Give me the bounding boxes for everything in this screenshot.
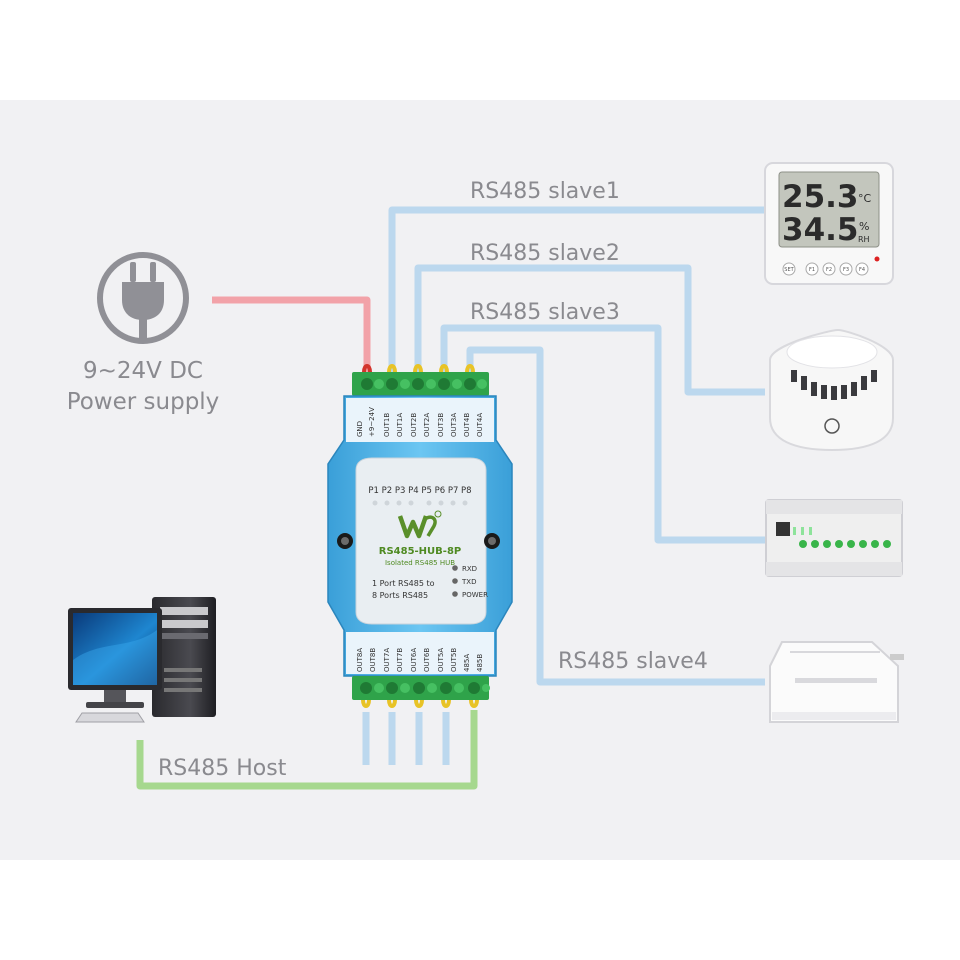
- bot-term-5: OUT6A: [410, 648, 418, 672]
- lcd-hum: 34.5: [782, 212, 859, 248]
- slave3-wire: [440, 324, 765, 544]
- label-slave1: RS485 slave1: [470, 179, 620, 204]
- bottom-terminal-block: [352, 676, 490, 708]
- thermo-btn-f2: F2: [826, 267, 832, 273]
- bottom-terminal-labels: OUT8A OUT8B OUT7A OUT7B OUT6A OUT6B OUT5…: [356, 648, 484, 672]
- top-term-4: OUT1A: [396, 413, 404, 437]
- thermo-led: [874, 256, 880, 262]
- power-text: 9~24V DC Power supply: [67, 358, 220, 415]
- device-desc-line1: 1 Port RS485 to: [372, 579, 435, 588]
- smoke-detector: [769, 328, 894, 452]
- lcd-temp: 25.3: [782, 179, 859, 215]
- bot-term-4: OUT7B: [396, 648, 404, 672]
- pc-keyboard: [75, 712, 145, 723]
- top-term-9: OUT4B: [463, 413, 471, 437]
- top-terminal-block: [352, 364, 489, 396]
- led-power-label: POWER: [462, 591, 488, 599]
- led-rxd-label: RXD: [462, 565, 477, 573]
- bot-term-8: OUT5B: [450, 648, 458, 672]
- top-term-6: OUT2A: [423, 413, 431, 437]
- rs485-hub-device: GND +9~24V OUT1B OUT1A OUT2B OUT2A OUT3B…: [327, 364, 513, 708]
- status-leds: RXD TXD POWER: [452, 565, 488, 599]
- power-label-line2: Power supply: [67, 389, 220, 415]
- device-subtitle: Isolated RS485 HUB: [385, 559, 455, 567]
- relay-module: [765, 499, 903, 577]
- label-slave4: RS485 slave4: [558, 649, 708, 674]
- bot-term-1: OUT8A: [356, 648, 364, 672]
- lcd-hum-label: RH: [858, 235, 870, 244]
- wires: [136, 206, 765, 790]
- thermo-hygrometer: 25.3 °C 34.5 % RH SET F1 F2 F3 F4: [764, 162, 894, 285]
- thermo-btn-f3: F3: [843, 267, 849, 273]
- top-term-3: OUT1B: [383, 413, 391, 437]
- top-term-8: OUT3A: [450, 413, 458, 437]
- thermo-btn-f4: F4: [859, 267, 865, 273]
- power-wire: [212, 296, 371, 372]
- top-term-10: OUT4A: [476, 413, 484, 437]
- detector-button: [824, 418, 840, 434]
- bot-term-10: 485B: [476, 654, 484, 672]
- bot-term-9: 485A: [463, 654, 471, 672]
- bot-term-3: OUT7A: [383, 648, 391, 672]
- label-slave2: RS485 slave2: [470, 241, 620, 266]
- device-desc-line2: 8 Ports RS485: [372, 591, 428, 600]
- top-term-2: +9~24V: [368, 407, 376, 437]
- wire-labels: RS485 slave1 RS485 slave2 RS485 slave3 R…: [158, 179, 708, 781]
- led-txd-label: TXD: [461, 578, 476, 586]
- port-labels: P1 P2 P3 P4 P5 P6 P7 P8: [368, 486, 471, 496]
- slave2-wire: [414, 264, 765, 396]
- label-host: RS485 Host: [158, 756, 287, 781]
- slave1-wire: [388, 206, 765, 372]
- waveshare-logo: [397, 510, 442, 539]
- mount-screws: [337, 533, 500, 549]
- top-term-5: OUT2B: [410, 413, 418, 437]
- port-leds: [372, 500, 468, 506]
- label-slave3: RS485 slave3: [470, 300, 620, 325]
- printer: [769, 641, 904, 723]
- slave4-wire: [466, 346, 765, 686]
- lcd-temp-unit: °C: [858, 192, 872, 205]
- lcd-hum-unit: %: [859, 220, 869, 233]
- host-wire: [136, 710, 478, 790]
- top-term-1: GND: [356, 421, 364, 437]
- bot-term-2: OUT8B: [369, 648, 377, 672]
- thermo-btn-set: SET: [784, 267, 794, 273]
- computer-icon: [68, 597, 216, 723]
- power-plug-icon: [97, 252, 189, 344]
- bot-term-6: OUT6B: [423, 648, 431, 672]
- top-term-7: OUT3B: [437, 413, 445, 437]
- thermo-btn-f1: F1: [809, 267, 815, 273]
- lcd-screen: [778, 171, 880, 248]
- bot-term-7: OUT5A: [437, 648, 445, 672]
- power-label-line1: 9~24V DC: [83, 358, 203, 384]
- top-terminal-labels: GND +9~24V OUT1B OUT1A OUT2B OUT2A OUT3B…: [356, 407, 484, 437]
- device-model: RS485-HUB-8P: [379, 546, 461, 557]
- thermo-buttons: SET F1 F2 F3 F4: [782, 262, 869, 276]
